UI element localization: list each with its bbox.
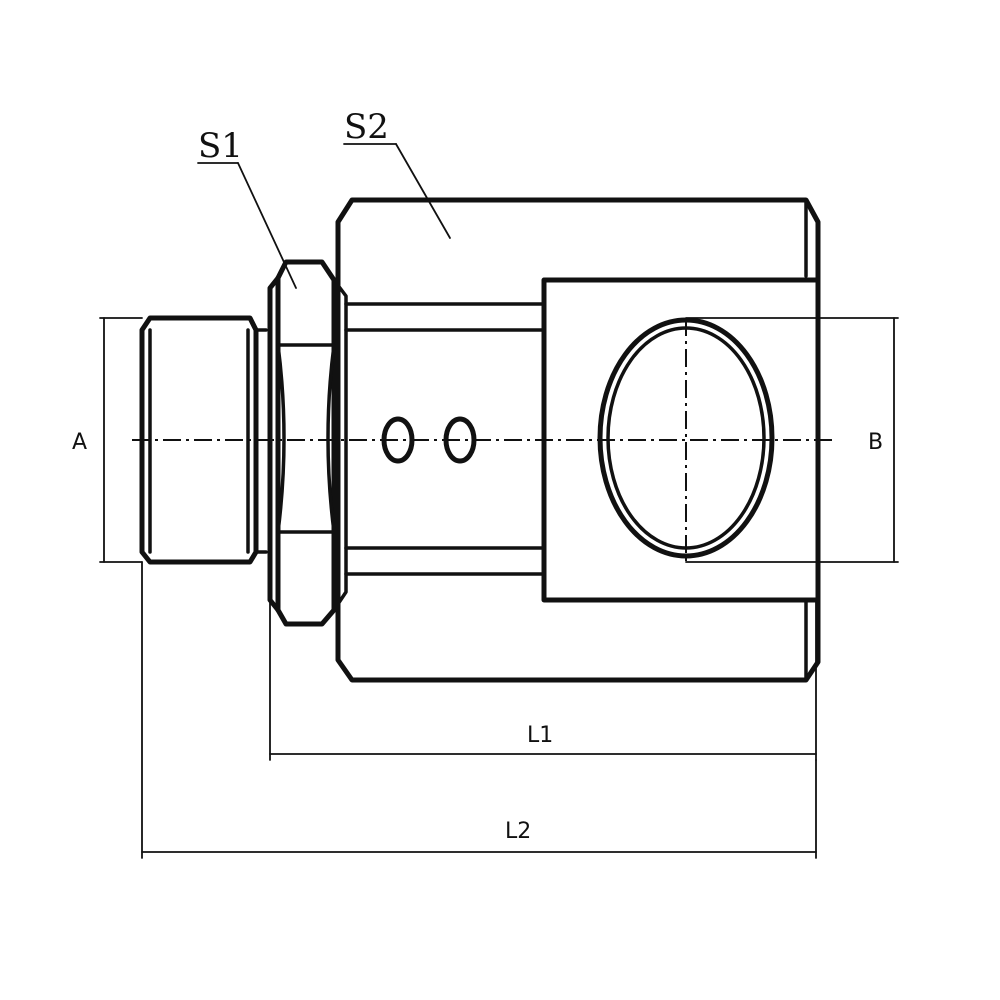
hex-nut-s1 xyxy=(267,259,348,627)
dimension-l2 xyxy=(141,561,817,859)
label-l1: L1 xyxy=(527,723,553,748)
label-s1: S1 xyxy=(198,126,243,166)
dimension-b xyxy=(685,317,899,563)
leader-s1 xyxy=(197,162,297,289)
dimension-l1 xyxy=(269,599,817,761)
dimension-a xyxy=(99,317,143,563)
label-a: A xyxy=(72,430,87,455)
leader-s2 xyxy=(343,143,451,239)
label-b: B xyxy=(868,430,883,455)
label-l2: L2 xyxy=(505,819,531,844)
body-s2 xyxy=(335,197,821,683)
label-s2: S2 xyxy=(344,107,389,147)
